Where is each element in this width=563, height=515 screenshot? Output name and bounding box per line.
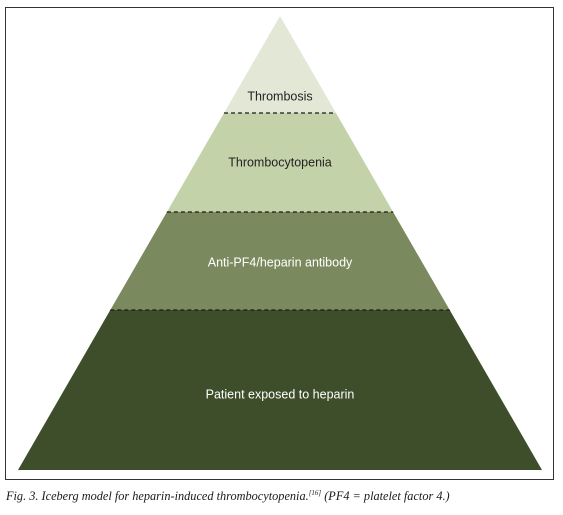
caption-note: (PF4 = platelet factor 4.) — [321, 489, 450, 503]
caption-main: Fig. 3. Iceberg model for heparin-induce… — [6, 489, 309, 503]
pyramid-levels — [18, 16, 542, 470]
level-antibody-label: Anti-PF4/heparin antibody — [208, 255, 353, 269]
level-antibody — [110, 212, 450, 310]
figure-caption: Fig. 3. Iceberg model for heparin-induce… — [6, 489, 558, 504]
pyramid-labels: ThrombosisThrombocytopeniaAnti-PF4/hepar… — [206, 89, 355, 401]
level-heparin-exposure — [18, 310, 542, 470]
figure-frame — [5, 7, 554, 480]
level-thrombosis — [224, 16, 336, 113]
level-thrombosis-label: Thrombosis — [247, 89, 312, 103]
caption-reference: [16] — [308, 488, 322, 497]
level-thrombocytopenia-label: Thrombocytopenia — [228, 155, 332, 169]
level-thrombocytopenia — [166, 113, 394, 212]
level-heparin-exposure-label: Patient exposed to heparin — [206, 387, 355, 401]
pyramid-dividers — [110, 112, 450, 311]
